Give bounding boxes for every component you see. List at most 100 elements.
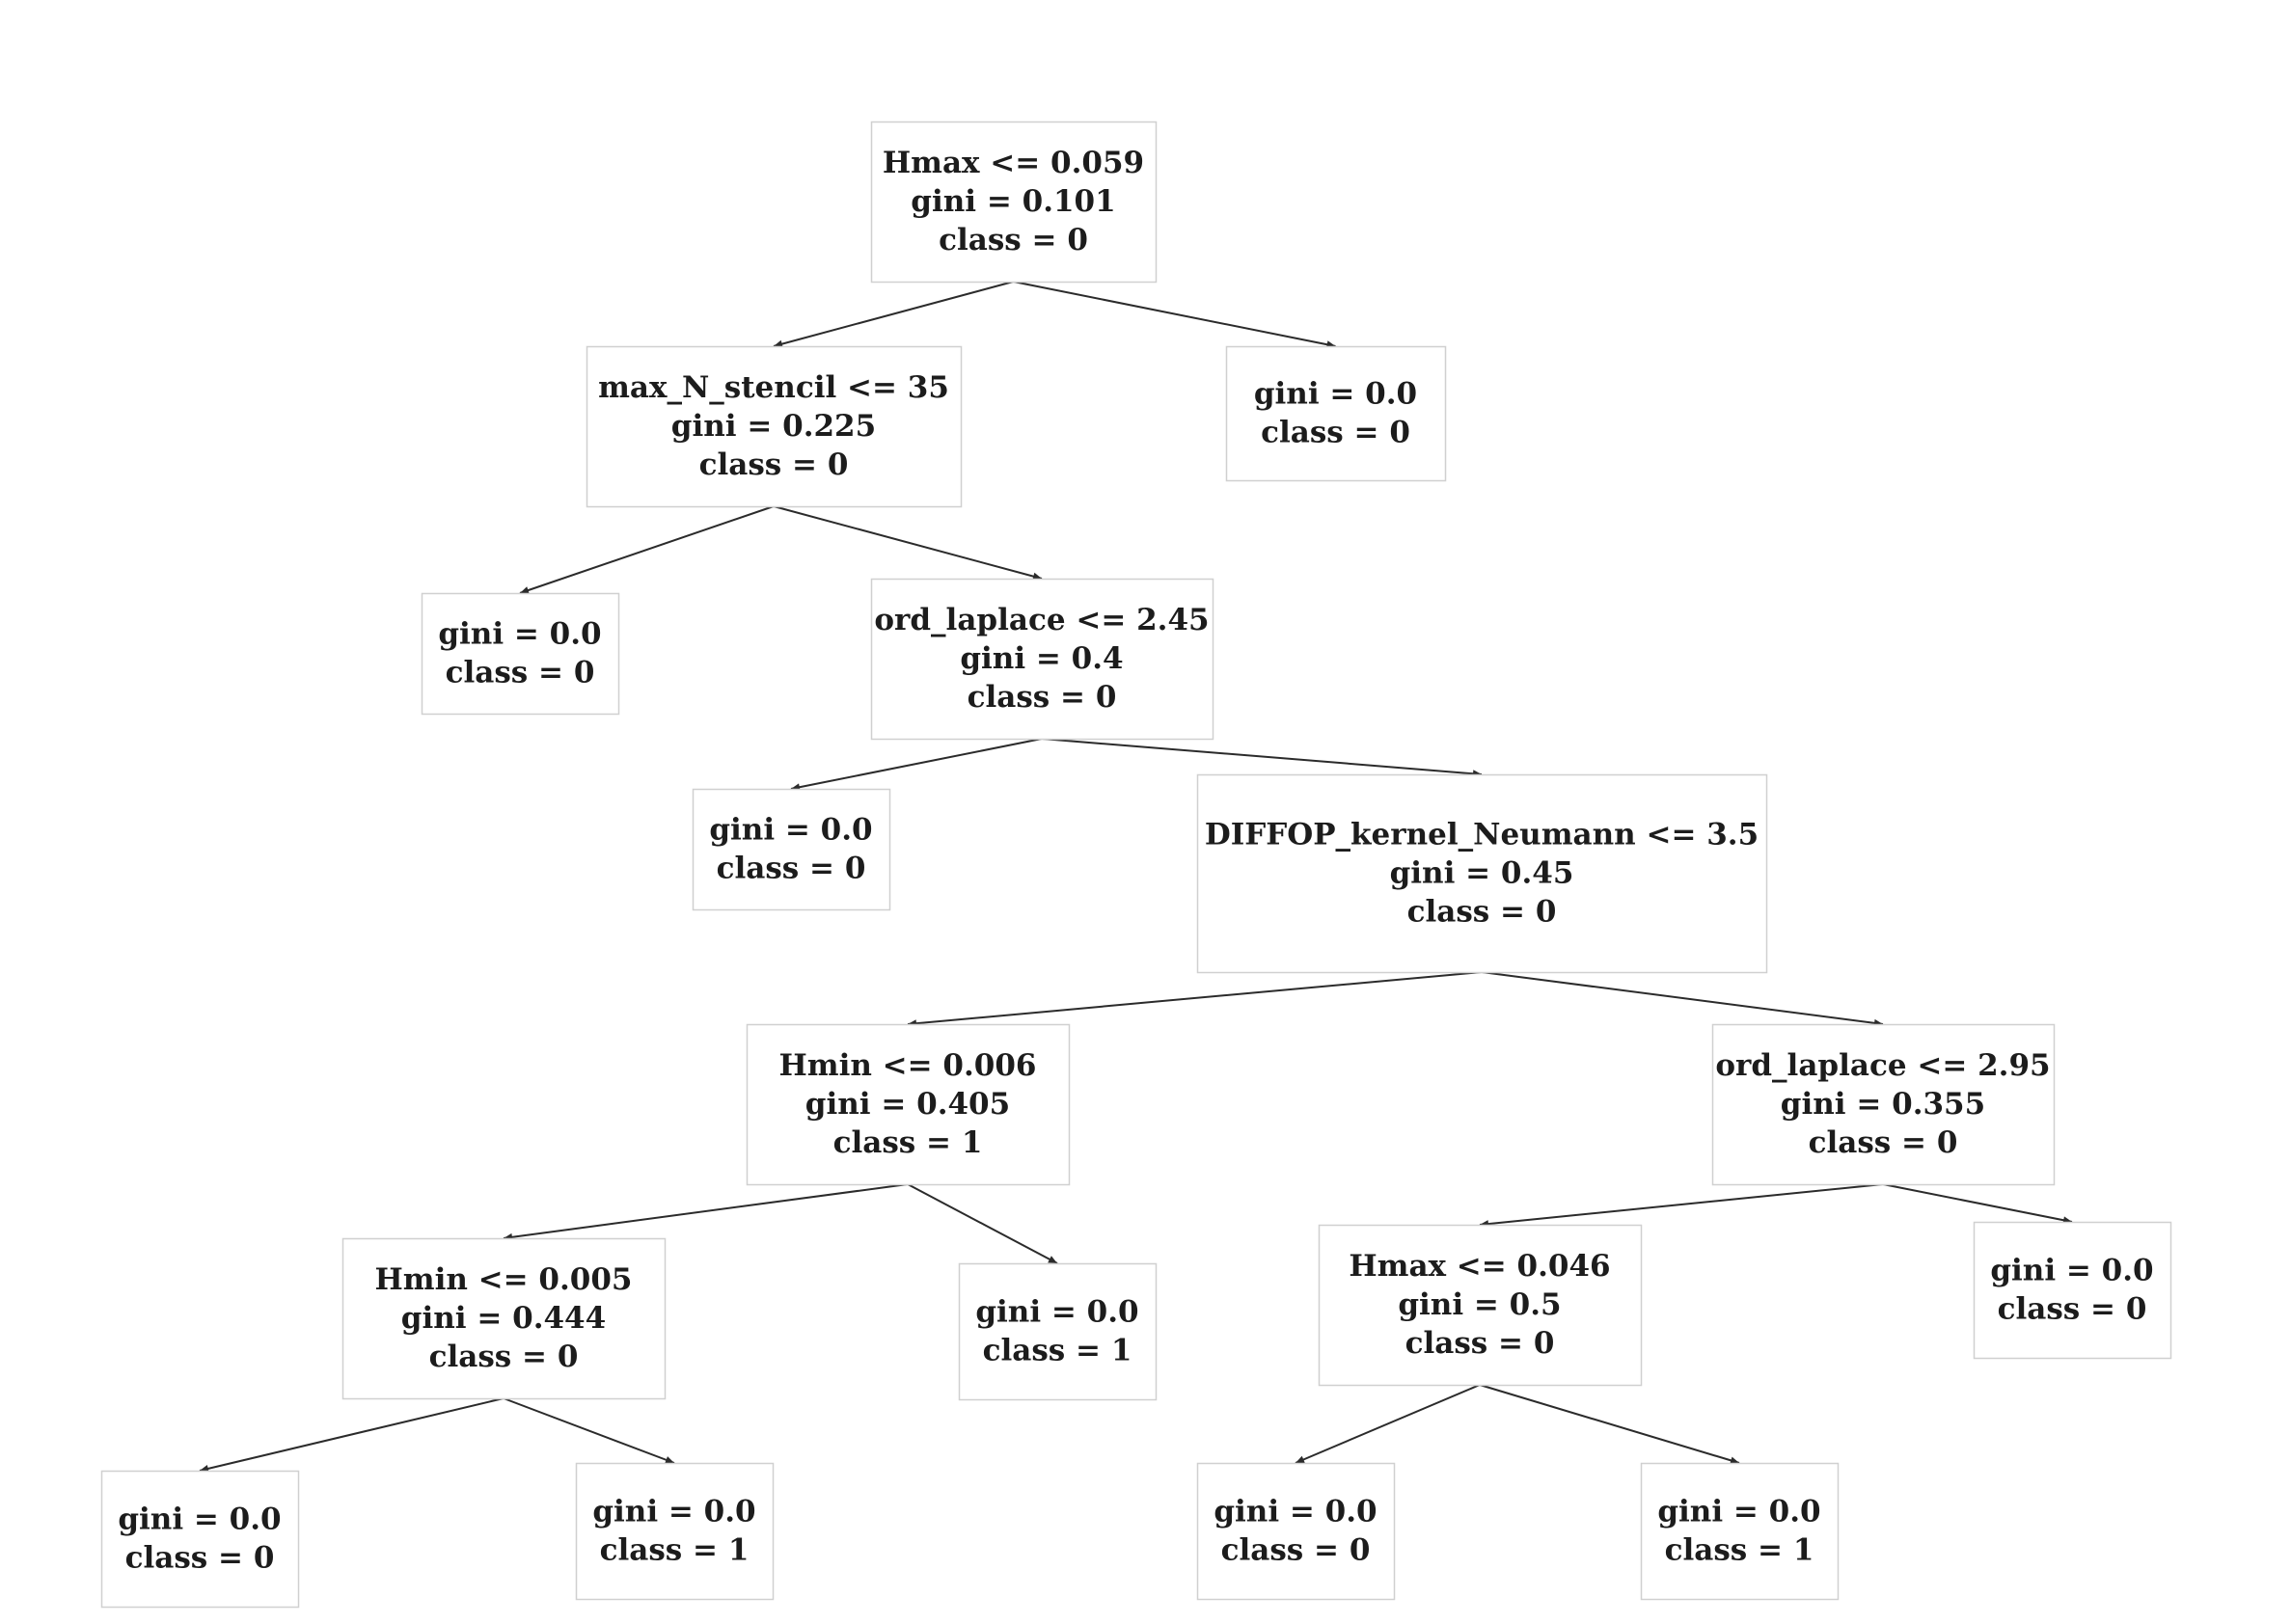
node-box (870, 121, 1158, 284)
node-label-line: gini = 0.0 (1990, 1254, 2153, 1288)
node-label-line: class = 1 (600, 1533, 750, 1568)
node-label-line: class = 0 (1407, 895, 1557, 930)
tree-edge (907, 971, 1483, 1025)
node-label-line: class = 1 (983, 1334, 1132, 1368)
tree-edge (773, 505, 1043, 580)
tree-edge (1041, 738, 1483, 775)
edge-arrowhead (1048, 1256, 1057, 1263)
tree-node: gini = 0.0 class = 1 (1640, 1462, 1840, 1601)
tree-node: gini = 0.0 class = 0 (421, 592, 620, 716)
node-label-line: class = 0 (717, 852, 866, 886)
node-label-line: gini = 0.0 (1214, 1495, 1377, 1529)
node-box (1196, 1462, 1396, 1601)
edge-arrowhead (1296, 1455, 1305, 1464)
node-box (1973, 1221, 2172, 1360)
tree-edge (773, 281, 1014, 347)
node-label-line: class = 0 (939, 223, 1088, 257)
tree-node: gini = 0.0 class = 0 (1196, 1462, 1396, 1601)
tree-node: Hmax <= 0.059 gini = 0.101 class = 0 (870, 121, 1158, 284)
tree-node: gini = 0.0 class = 1 (575, 1462, 775, 1601)
node-label-line: gini = 0.355 (1781, 1087, 1985, 1122)
tree-edge (1013, 281, 1336, 347)
node-label-line: gini = 0.0 (1254, 377, 1417, 412)
tree-edge (503, 1397, 675, 1464)
node-label-line: ord_laplace <= 2.95 (1715, 1048, 2050, 1083)
node-label-line: class = 0 (429, 1340, 579, 1374)
node-box (1640, 1462, 1840, 1601)
node-box (341, 1237, 667, 1400)
node-box (1711, 1023, 2056, 1186)
tree-edge (1295, 1384, 1481, 1464)
node-box (1318, 1224, 1643, 1387)
tree-edge (519, 505, 775, 594)
tree-node: gini = 0.0 class = 0 (692, 788, 891, 911)
node-box (1225, 345, 1447, 482)
node-label-line: DIFFOP_kernel_Neumann <= 3.5 (1205, 818, 1759, 853)
node-label-line: gini = 0.0 (592, 1495, 755, 1529)
tree-edge (1479, 1183, 1884, 1226)
node-label-line: class = 0 (699, 447, 849, 482)
node-label-line: class = 1 (1665, 1533, 1814, 1568)
node-label-line: Hmax <= 0.059 (883, 146, 1144, 180)
edge-arrowhead (774, 339, 783, 348)
node-label-line: gini = 0.5 (1398, 1287, 1561, 1322)
tree-node: Hmin <= 0.005 gini = 0.444 class = 0 (341, 1237, 667, 1400)
tree-node: gini = 0.0 class = 0 (100, 1470, 300, 1609)
node-label-line: class = 0 (968, 680, 1117, 715)
tree-edge (503, 1183, 909, 1239)
edge-arrowhead (1730, 1456, 1739, 1465)
node-box (870, 578, 1214, 741)
node-label-line: class = 0 (1221, 1533, 1371, 1568)
node-label-line: ord_laplace <= 2.45 (874, 603, 1209, 637)
tree-edge (790, 738, 1043, 790)
node-box (421, 592, 620, 716)
node-label-line: gini = 0.225 (671, 409, 876, 444)
node-box (575, 1462, 775, 1601)
node-label-line: Hmin <= 0.005 (374, 1262, 632, 1297)
node-box (1196, 773, 1768, 974)
node-label-line: gini = 0.0 (1657, 1495, 1820, 1529)
node-label-line: gini = 0.101 (911, 184, 1115, 219)
node-box (100, 1470, 300, 1609)
node-label-line: gini = 0.45 (1390, 856, 1574, 891)
node-label-line: class = 0 (1405, 1326, 1555, 1361)
node-label-line: gini = 0.0 (709, 813, 872, 848)
node-label-line: gini = 0.0 (118, 1502, 281, 1537)
node-box (586, 345, 963, 508)
edge-arrowhead (1032, 572, 1042, 581)
tree-node: gini = 0.0 class = 0 (1225, 345, 1447, 482)
edge-arrowhead (665, 1456, 674, 1464)
node-label-line: gini = 0.0 (975, 1295, 1138, 1330)
node-label-line: Hmax <= 0.046 (1349, 1249, 1610, 1284)
edges-layer (199, 281, 2073, 1473)
tree-edge (1479, 1384, 1740, 1464)
node-label-line: class = 0 (446, 656, 595, 690)
node-label-line: class = 0 (125, 1541, 275, 1576)
node-box (958, 1262, 1158, 1401)
tree-edge (1882, 1183, 2073, 1223)
tree-edge (907, 1183, 1058, 1264)
node-label-line: class = 0 (1809, 1125, 1958, 1160)
node-label-line: max_N_stencil <= 35 (598, 370, 949, 405)
tree-edge (199, 1397, 505, 1472)
node-label-line: Hmin <= 0.006 (778, 1048, 1036, 1083)
node-label-line: gini = 0.405 (805, 1087, 1010, 1122)
node-label-line: gini = 0.0 (438, 617, 601, 652)
tree-node: gini = 0.0 class = 1 (958, 1262, 1158, 1401)
node-box (746, 1023, 1071, 1186)
node-box (692, 788, 891, 911)
node-label-line: class = 1 (833, 1125, 983, 1160)
tree-edge (1481, 971, 1884, 1025)
node-label-line: gini = 0.444 (401, 1301, 606, 1336)
edge-arrowhead (520, 586, 530, 594)
node-label-line: class = 0 (1261, 416, 1410, 450)
